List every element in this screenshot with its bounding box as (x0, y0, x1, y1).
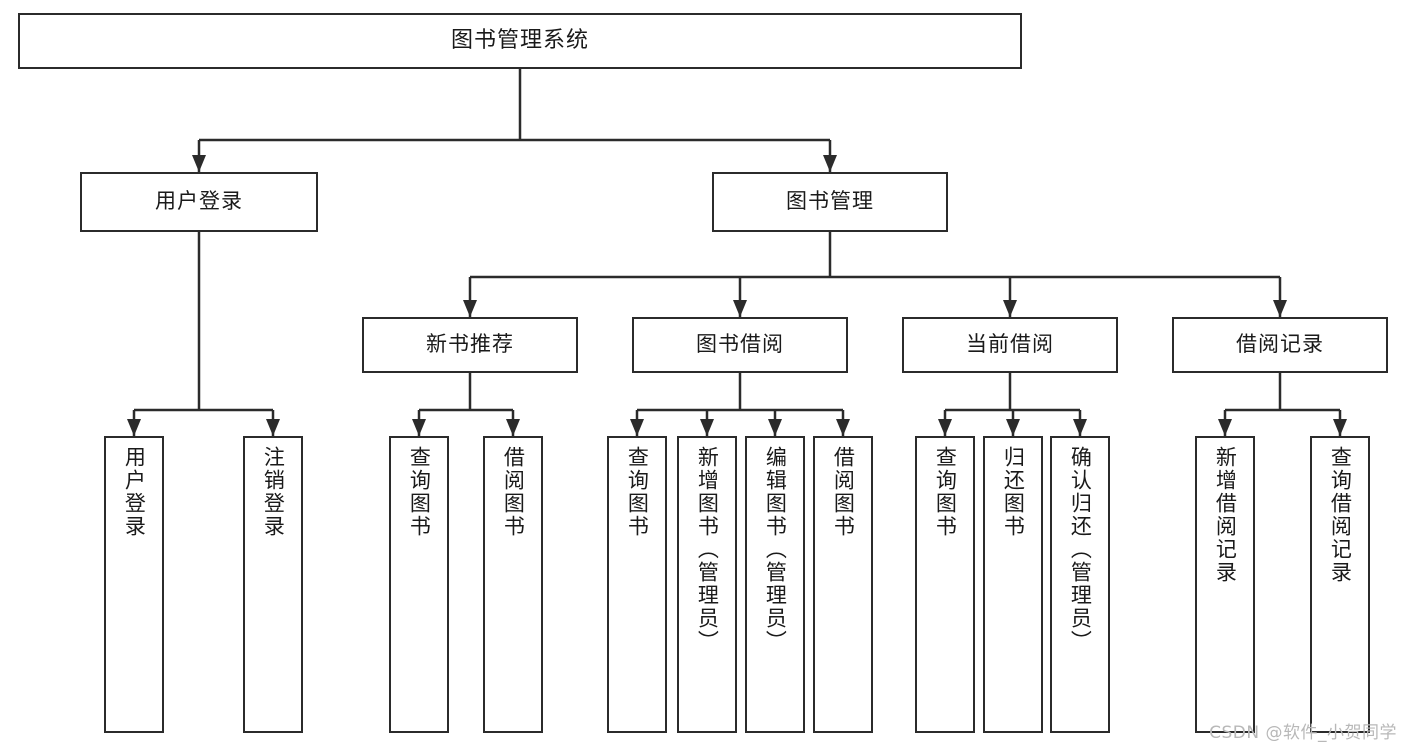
node-leaf-edit-book[interactable]: 编辑图书（管理员） (745, 436, 805, 733)
node-label-records: 借阅记录 (1236, 332, 1324, 357)
node-leaf-borrow-book-1[interactable]: 借阅图书 (483, 436, 543, 733)
node-label-leaf-edit-book: 编辑图书（管理员） (763, 446, 788, 653)
arrowhead-borrow (733, 300, 747, 317)
arrowhead-leaf-confirm-return (1073, 419, 1087, 436)
node-borrow[interactable]: 图书借阅 (632, 317, 848, 373)
node-current[interactable]: 当前借阅 (902, 317, 1118, 373)
node-label-leaf-borrow-book-2: 借阅图书 (831, 446, 856, 538)
node-leaf-query-book-3[interactable]: 查询图书 (915, 436, 975, 733)
node-leaf-query-book-1[interactable]: 查询图书 (389, 436, 449, 733)
watermark-label: CSDN @软件_小贺同学 (1209, 723, 1397, 743)
arrowhead-leaf-query-book-3 (938, 419, 952, 436)
arrowhead-leaf-borrow-book-2 (836, 419, 850, 436)
node-leaf-add-record[interactable]: 新增借阅记录 (1195, 436, 1255, 733)
arrowhead-leaf-user-login (127, 419, 141, 436)
arrowhead-current (1003, 300, 1017, 317)
node-label-leaf-add-record: 新增借阅记录 (1213, 446, 1238, 584)
arrowhead-bookmgmt (823, 155, 837, 172)
node-leaf-user-logout[interactable]: 注销登录 (243, 436, 303, 733)
node-records[interactable]: 借阅记录 (1172, 317, 1388, 373)
node-label-leaf-borrow-book-1: 借阅图书 (501, 446, 526, 538)
arrowhead-leaf-query-book-2 (630, 419, 644, 436)
node-label-current: 当前借阅 (966, 332, 1054, 357)
arrowhead-leaf-add-book (700, 419, 714, 436)
arrowhead-leaf-add-record (1218, 419, 1232, 436)
node-label-leaf-query-book-1: 查询图书 (407, 446, 432, 538)
node-label-bookmgmt: 图书管理 (786, 189, 874, 214)
node-label-leaf-return-book: 归还图书 (1001, 446, 1026, 538)
arrowhead-leaf-query-book-1 (412, 419, 426, 436)
node-newbook[interactable]: 新书推荐 (362, 317, 578, 373)
arrowhead-records (1273, 300, 1287, 317)
node-label-leaf-query-record: 查询借阅记录 (1328, 446, 1353, 584)
node-label-leaf-query-book-2: 查询图书 (625, 446, 650, 538)
node-leaf-user-login[interactable]: 用户登录 (104, 436, 164, 733)
node-leaf-add-book[interactable]: 新增图书（管理员） (677, 436, 737, 733)
node-leaf-borrow-book-2[interactable]: 借阅图书 (813, 436, 873, 733)
node-bookmgmt[interactable]: 图书管理 (712, 172, 948, 232)
node-leaf-query-record[interactable]: 查询借阅记录 (1310, 436, 1370, 733)
node-label-borrow: 图书借阅 (696, 332, 784, 357)
node-label-leaf-user-login: 用户登录 (122, 446, 147, 538)
node-label-root: 图书管理系统 (450, 27, 589, 53)
node-label-leaf-confirm-return: 确认归还（管理员） (1068, 446, 1093, 653)
node-leaf-query-book-2[interactable]: 查询图书 (607, 436, 667, 733)
arrowhead-newbook (463, 300, 477, 317)
node-leaf-return-book[interactable]: 归还图书 (983, 436, 1043, 733)
arrowhead-login (192, 155, 206, 172)
node-login[interactable]: 用户登录 (80, 172, 318, 232)
node-label-leaf-add-book: 新增图书（管理员） (695, 446, 720, 653)
node-label-login: 用户登录 (155, 189, 243, 214)
arrowhead-leaf-query-record (1333, 419, 1347, 436)
node-label-newbook: 新书推荐 (426, 332, 514, 357)
node-label-leaf-query-book-3: 查询图书 (933, 446, 958, 538)
node-leaf-confirm-return[interactable]: 确认归还（管理员） (1050, 436, 1110, 733)
arrowhead-leaf-user-logout (266, 419, 280, 436)
arrowhead-leaf-edit-book (768, 419, 782, 436)
node-root[interactable]: 图书管理系统 (18, 13, 1022, 69)
node-label-leaf-user-logout: 注销登录 (261, 446, 286, 538)
arrowhead-leaf-return-book (1006, 419, 1020, 436)
arrowhead-leaf-borrow-book-1 (506, 419, 520, 436)
